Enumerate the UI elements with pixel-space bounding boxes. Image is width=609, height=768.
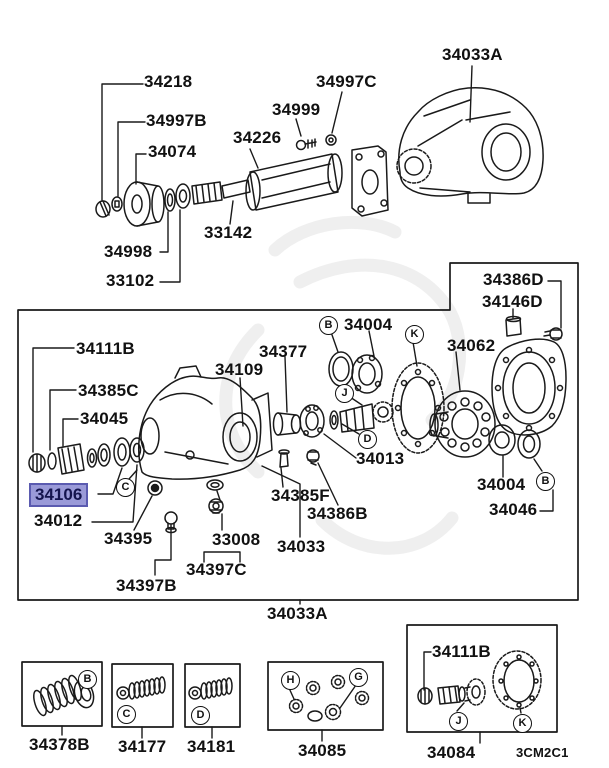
callout-C-spring: C bbox=[116, 478, 135, 497]
part-label-34997C: 34997C bbox=[316, 72, 377, 91]
pinion-front-parts-drawing bbox=[28, 437, 145, 475]
part-label-34033A-main: 34033A bbox=[267, 604, 328, 623]
callout-J-box34084: J bbox=[449, 712, 468, 731]
differential-housing-top-drawing bbox=[396, 86, 544, 204]
flange-bolt-drawing bbox=[295, 134, 337, 151]
differential-carrier-drawing bbox=[137, 365, 273, 480]
part-label-34146D: 34146D bbox=[482, 292, 543, 311]
spring-set-34378B-drawing bbox=[33, 674, 95, 717]
propeller-shaft-drawing bbox=[191, 145, 389, 217]
main-box-outline bbox=[17, 262, 579, 601]
inset-boxes bbox=[21, 624, 558, 744]
part-label-34109: 34109 bbox=[215, 360, 264, 379]
gear-set-34085-drawing bbox=[288, 674, 522, 722]
callout-D-washer: D bbox=[358, 430, 377, 449]
part-label-34085: 34085 bbox=[298, 741, 347, 760]
callout-B-box34378B: B bbox=[78, 670, 97, 689]
rear-cover-drawing bbox=[488, 338, 567, 459]
drive-pinion-parts-drawing bbox=[272, 351, 445, 454]
part-label-34397B: 34397B bbox=[116, 576, 177, 595]
plugs-and-bolts-drawing bbox=[147, 449, 320, 534]
drawing-code: 3CM2C1 bbox=[516, 745, 569, 760]
leader-lines bbox=[32, 65, 562, 605]
part-label-34111B-inset: 34111B bbox=[432, 642, 491, 661]
part-label-34033A-top: 34033A bbox=[442, 45, 503, 64]
part-label-34062: 34062 bbox=[447, 336, 496, 355]
watermark-ornament bbox=[219, 215, 467, 555]
part-label-34378B: 34378B bbox=[29, 735, 90, 754]
part-label-34226: 34226 bbox=[233, 128, 282, 147]
callout-G-box34085: G bbox=[349, 668, 368, 687]
part-label-34218: 34218 bbox=[144, 72, 193, 91]
part-label-34084: 34084 bbox=[427, 743, 476, 762]
callout-B-bearing: B bbox=[319, 316, 338, 335]
part-label-34385F: 34385F bbox=[271, 486, 330, 505]
spring-34177-drawing bbox=[116, 676, 166, 700]
part-label-34395: 34395 bbox=[104, 529, 153, 548]
callout-K-box34084: K bbox=[513, 714, 532, 733]
callout-J-pinion: J bbox=[335, 384, 354, 403]
callout-C-box34177: C bbox=[117, 705, 136, 724]
part-label-34045: 34045 bbox=[80, 409, 129, 428]
part-label-34074: 34074 bbox=[148, 142, 197, 161]
callout-K-gear: K bbox=[405, 325, 424, 344]
part-label-34177: 34177 bbox=[118, 737, 167, 756]
part-label-34012: 34012 bbox=[34, 511, 83, 530]
part-label-33008: 33008 bbox=[212, 530, 261, 549]
part-label-34106-highlighted: 34106 bbox=[29, 483, 89, 507]
part-label-34377: 34377 bbox=[259, 342, 308, 361]
part-label-34397C: 34397C bbox=[186, 560, 247, 579]
part-label-34181: 34181 bbox=[187, 737, 236, 756]
part-label-34385C: 34385C bbox=[78, 381, 139, 400]
callout-H-box34085: H bbox=[281, 671, 300, 690]
part-label-34998: 34998 bbox=[104, 242, 153, 261]
companion-flange-drawing bbox=[95, 181, 191, 227]
part-label-34013: 34013 bbox=[356, 449, 405, 468]
cover-bolt-and-plug-drawing bbox=[505, 315, 563, 341]
part-label-34386D: 34386D bbox=[483, 270, 544, 289]
part-label-33142: 33142 bbox=[204, 223, 253, 242]
part-label-34033: 34033 bbox=[277, 537, 326, 556]
callout-D-box34181: D bbox=[191, 706, 210, 725]
callout-B-seal: B bbox=[536, 472, 555, 491]
part-label-34004-upper: 34004 bbox=[344, 315, 393, 334]
part-label-34046: 34046 bbox=[489, 500, 538, 519]
part-label-33102: 33102 bbox=[106, 271, 155, 290]
final-gear-34084-drawing bbox=[417, 650, 542, 710]
part-label-34386B: 34386B bbox=[307, 504, 368, 523]
spring-34181-drawing bbox=[188, 677, 233, 700]
differential-case-drawing bbox=[429, 390, 496, 458]
part-label-34999: 34999 bbox=[272, 100, 321, 119]
part-label-34004-lower: 34004 bbox=[477, 475, 526, 494]
part-label-34997B: 34997B bbox=[146, 111, 207, 130]
part-label-34111B: 34111B bbox=[76, 339, 135, 358]
